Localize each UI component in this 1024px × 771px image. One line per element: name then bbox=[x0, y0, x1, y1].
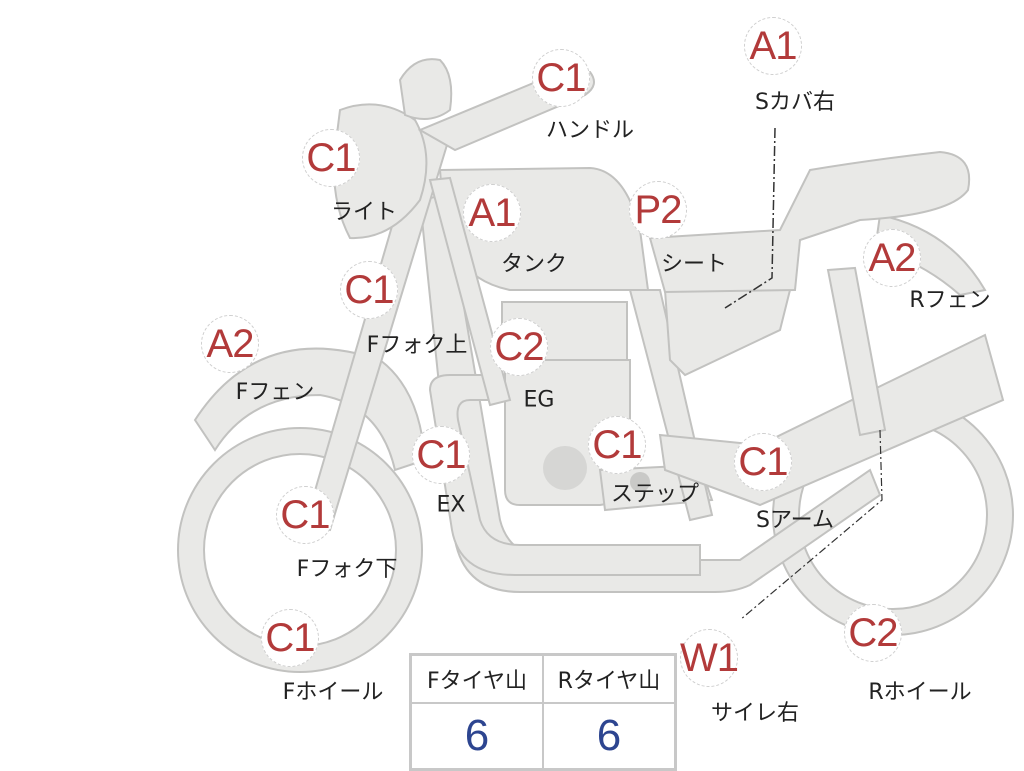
grade-badge-front-wheel: C1 bbox=[261, 609, 319, 667]
rear-shock bbox=[826, 266, 887, 437]
headlight bbox=[333, 103, 428, 240]
label-rear-fender: Rフェン bbox=[909, 288, 991, 313]
grade-badge-seat: P2 bbox=[629, 181, 687, 239]
grade-badge-rear-fender: A2 bbox=[863, 229, 921, 287]
grade-badge-engine: C2 bbox=[490, 318, 548, 376]
grade-badge-front-fork-lower: C1 bbox=[276, 486, 334, 544]
label-muffler-right: サイレ右 bbox=[710, 701, 800, 726]
seat bbox=[648, 150, 971, 294]
grade-badge-swing-arm: C1 bbox=[734, 433, 792, 491]
label-exhaust: EX bbox=[436, 492, 466, 518]
label-front-fender: Fフェン bbox=[235, 380, 315, 405]
label-tank: タンク bbox=[500, 252, 568, 277]
label-engine: EG bbox=[523, 387, 555, 413]
grade-badge-tank: A1 bbox=[463, 184, 521, 242]
front-wheel bbox=[177, 427, 423, 673]
front-tire-value: 6 bbox=[409, 702, 544, 771]
front-tire-header: Fタイヤ山 bbox=[409, 653, 544, 704]
label-light: ライト bbox=[330, 200, 398, 225]
label-front-fork-upper: Fフォク上 bbox=[366, 333, 468, 358]
label-rear-wheel: Rホイール bbox=[868, 680, 972, 705]
rear-tire-value: 6 bbox=[542, 702, 677, 771]
grade-badge-exhaust: C1 bbox=[412, 426, 470, 484]
mirror bbox=[398, 58, 453, 120]
grade-badge-step: C1 bbox=[588, 416, 646, 474]
exhaust bbox=[428, 374, 701, 576]
grade-badge-front-fender: A2 bbox=[201, 315, 259, 373]
grade-badge-light: C1 bbox=[302, 129, 360, 187]
grade-badge-handlebar: C1 bbox=[532, 49, 590, 107]
label-step: ステップ bbox=[610, 482, 700, 507]
leader-line-muffler bbox=[739, 429, 883, 621]
label-side-cover-right: Sカバ右 bbox=[755, 90, 835, 115]
grade-badge-rear-wheel: C2 bbox=[844, 604, 902, 662]
tire-tread-table: Fタイヤ山 Rタイヤ山 6 6 bbox=[409, 653, 677, 771]
label-handlebar: ハンドル bbox=[545, 118, 635, 143]
label-seat: シート bbox=[660, 252, 728, 277]
grade-badge-front-fork-upper: C1 bbox=[340, 261, 398, 319]
engine-cover bbox=[543, 446, 587, 490]
label-swing-arm: Sアーム bbox=[756, 508, 834, 533]
grade-badge-muffler-right: W1 bbox=[680, 629, 739, 687]
side-cover bbox=[663, 289, 792, 377]
label-front-fork-lower: Fフォク下 bbox=[296, 557, 398, 582]
grade-badge-side-cover-right: A1 bbox=[744, 17, 802, 75]
label-front-wheel: Fホイール bbox=[282, 680, 384, 705]
leader-line-side-cover bbox=[724, 127, 776, 309]
rear-tire-header: Rタイヤ山 bbox=[542, 653, 677, 704]
